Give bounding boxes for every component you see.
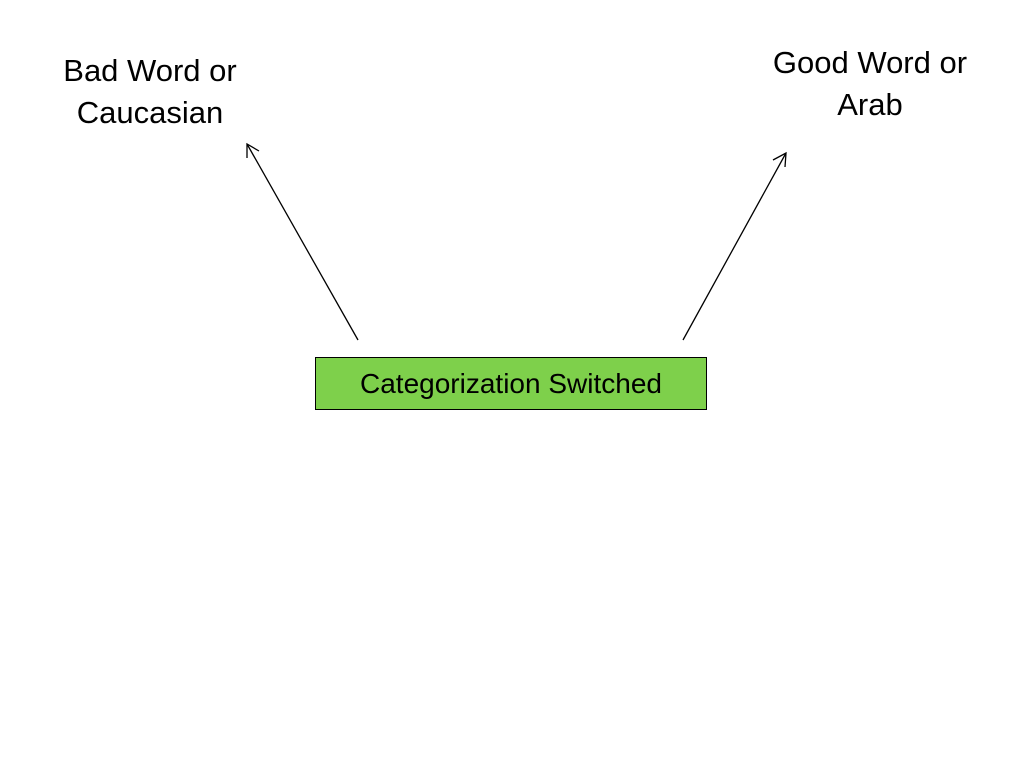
left-category-line-2: Caucasian bbox=[76, 95, 224, 130]
arrow-to-left-label bbox=[246, 142, 359, 341]
left-category-label: Bad Word or Caucasian bbox=[30, 50, 270, 134]
arrow-to-right-label bbox=[682, 151, 787, 341]
left-category-line-1: Bad Word or bbox=[63, 53, 237, 88]
center-box-text: Categorization Switched bbox=[360, 367, 662, 399]
right-category-line-2: Arab bbox=[837, 87, 903, 122]
right-category-line-1: Good Word or bbox=[772, 45, 968, 80]
categorization-switched-box: Categorization Switched bbox=[315, 357, 707, 410]
right-category-label: Good Word or Arab bbox=[740, 42, 1000, 126]
